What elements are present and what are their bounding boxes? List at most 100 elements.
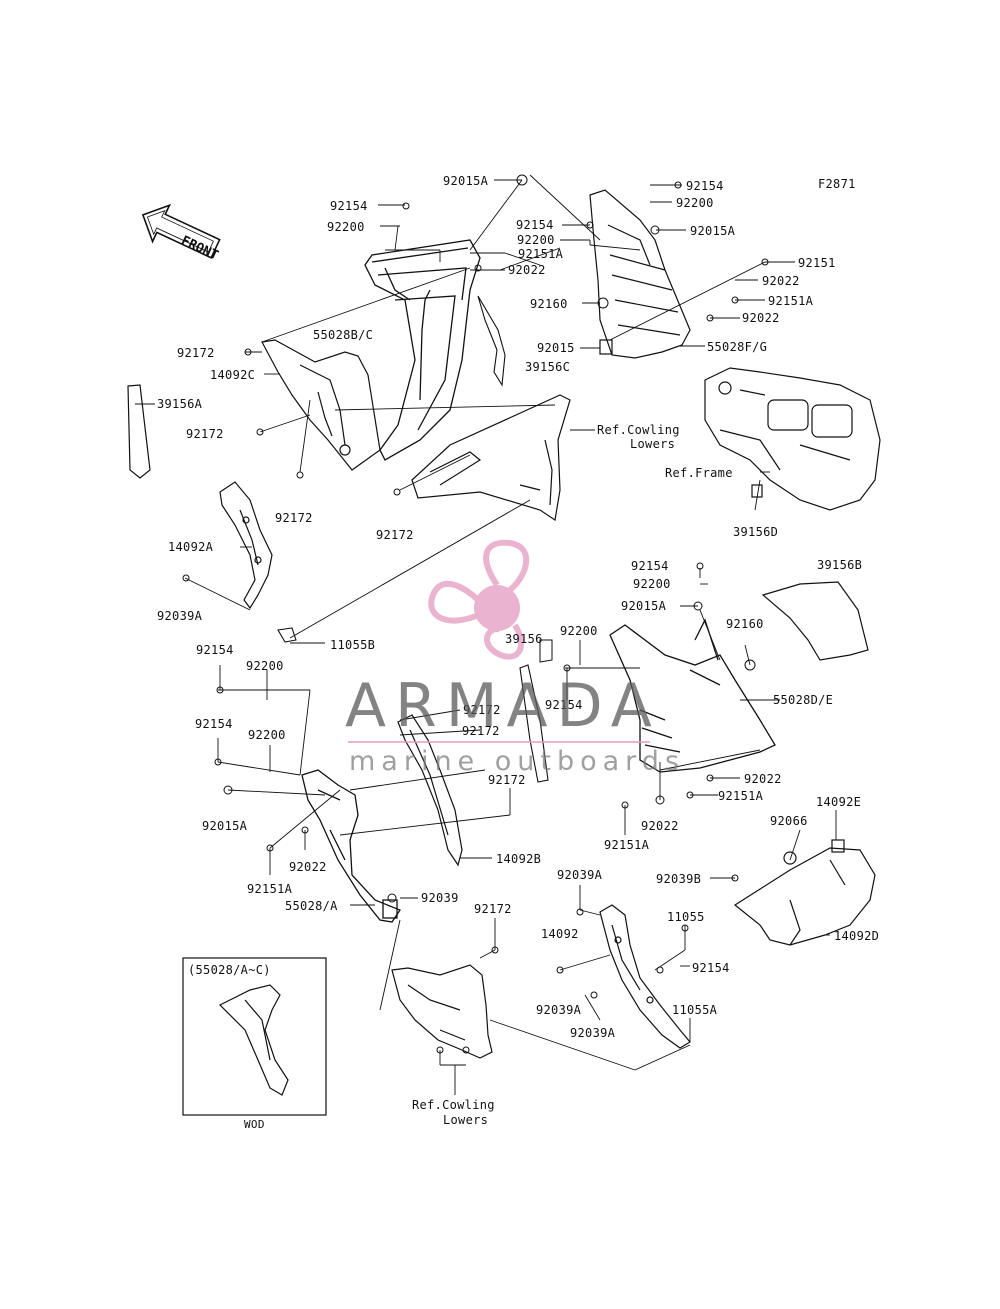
bolt-icon [650, 225, 660, 235]
callout-55028fg: 55028F/G [707, 340, 768, 354]
watermark-brand: ARMADA [345, 671, 661, 741]
bolt-icon [436, 1046, 444, 1054]
strip-39156a [127, 384, 151, 479]
bolt-icon [301, 826, 309, 834]
callout-11055a: 11055A [672, 1003, 718, 1017]
callout-92039b: 92039B [656, 872, 702, 886]
lower-panel-55028a [301, 769, 401, 923]
callout-92022: 92022 [508, 263, 546, 277]
callout-92172: 92172 [474, 902, 512, 916]
grommet-11055b [277, 627, 297, 643]
callout-92015a: 92015A [443, 174, 489, 188]
callout-92151a: 92151A [768, 294, 814, 308]
bolt-icon [462, 1046, 470, 1054]
callout-92039: 92039 [421, 891, 459, 905]
pad-39156b [761, 581, 869, 661]
frame-ref [704, 367, 881, 511]
bolt-icon [491, 946, 499, 954]
callout-92022: 92022 [762, 274, 800, 288]
callout-92039a: 92039A [557, 868, 603, 882]
callout-lowers: Lowers [443, 1113, 489, 1127]
callout-92154: 92154 [330, 199, 368, 213]
callout-55028a: 55028/A [285, 899, 338, 913]
inset-part-drawing [218, 984, 289, 1096]
bolt-icon [674, 181, 682, 189]
fasteners [182, 174, 769, 1054]
nut-icon [597, 297, 609, 309]
figure-code: F2871 [818, 177, 856, 191]
callout-11055b: 11055B [330, 638, 376, 652]
bracket-14092 [599, 904, 691, 1049]
callout-92200: 92200 [517, 233, 555, 247]
bolt-icon [621, 801, 629, 809]
upper-panel-55028fg [589, 189, 691, 359]
callout-92172: 92172 [186, 427, 224, 441]
callout-92022: 92022 [641, 819, 679, 833]
bolt-icon [693, 601, 703, 611]
callout-92151a: 92151A [518, 247, 564, 261]
bolt-icon [681, 924, 689, 932]
bolt-icon [474, 264, 482, 272]
bolt-icon [761, 258, 769, 266]
callout-92200: 92200 [327, 220, 365, 234]
callout-92151a: 92151A [718, 789, 764, 803]
bolt-icon [223, 785, 233, 795]
callout-14092c: 14092C [210, 368, 256, 382]
bolt-icon [182, 574, 190, 582]
callout-92200: 92200 [246, 659, 284, 673]
bolt-icon [266, 844, 274, 852]
middle-panel-55028de [609, 618, 776, 773]
watermark-tagline: marine outboards [349, 746, 686, 777]
upper-cowling-55028bc [364, 239, 481, 461]
bolt-icon [516, 174, 528, 186]
callout-ref-cowling: Ref.Cowling [412, 1098, 495, 1112]
callout-92039a: 92039A [570, 1026, 616, 1040]
callout-92200: 92200 [248, 728, 286, 742]
callout-92200: 92200 [633, 577, 671, 591]
inner-panel-14092c [261, 339, 381, 471]
callout-92015a: 92015A [621, 599, 667, 613]
bolt-icon [731, 874, 739, 882]
callout-14092b: 14092B [496, 852, 542, 866]
callout-ref-cowling: Ref.Cowling [597, 423, 680, 437]
leader-lines [135, 174, 837, 1095]
callout-92022: 92022 [742, 311, 780, 325]
bolt-icon [402, 202, 410, 210]
callout-92154: 92154 [196, 643, 234, 657]
bolt-icon [706, 774, 714, 782]
callout-92154: 92154 [692, 961, 730, 975]
callout-92151: 92151 [798, 256, 836, 270]
inset-caption: WOD [244, 1118, 265, 1131]
callout-92066: 92066 [770, 814, 808, 828]
callout-39156: 39156 [505, 632, 543, 646]
strip-39156 [519, 664, 549, 783]
callout-92172: 92172 [177, 346, 215, 360]
callout-92172: 92172 [376, 528, 414, 542]
callout-92172: 92172 [463, 703, 501, 717]
callout-92039a: 92039A [157, 609, 203, 623]
callout-92151a: 92151A [604, 838, 650, 852]
bolt-icon [563, 664, 571, 672]
callout-39156c: 39156C [525, 360, 571, 374]
callout-92172: 92172 [462, 724, 500, 738]
armada-logo-icon [348, 539, 650, 743]
bolt-icon [655, 795, 665, 805]
callout-39156a: 39156A [157, 397, 203, 411]
bolt-icon [556, 966, 564, 974]
bolt-icon [731, 296, 739, 304]
callout-92172: 92172 [488, 773, 526, 787]
nut-icon [744, 659, 756, 671]
callout-92015: 92015 [537, 341, 575, 355]
callout-92154: 92154 [631, 559, 669, 573]
callout-92022: 92022 [289, 860, 327, 874]
callout-lowers: Lowers [630, 437, 676, 451]
bolt-icon [256, 428, 264, 436]
front-arrow-icon [141, 203, 221, 259]
bracket-14092a [219, 481, 273, 610]
strip-39156c [477, 295, 506, 387]
callout-14092d: 14092D [834, 929, 880, 943]
callout-55028bc: 55028B/C [313, 328, 374, 342]
bolt-icon [216, 686, 224, 694]
